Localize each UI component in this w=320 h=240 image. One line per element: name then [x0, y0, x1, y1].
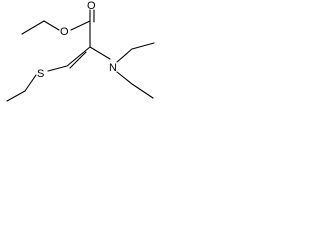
- n-ethyl-upper-ch3-bond: [131, 42, 155, 50]
- ethyl-ch3-bond: [21, 20, 45, 35]
- alpha-n-bond: [89, 46, 111, 60]
- n-ethyl-lower-ch3-bond: [131, 83, 154, 99]
- alkene-double-bond-b: [69, 51, 87, 69]
- s-ethyl-ch2-bond: [24, 74, 37, 92]
- beta-s-bond: [47, 65, 68, 72]
- n-ethyl-lower-ch2-bond: [116, 71, 133, 85]
- structure-diagram: O O N S: [6, 0, 155, 102]
- n-ethyl-upper-ch2-bond: [116, 48, 133, 63]
- carbonyl-oxygen-label: O: [87, 0, 96, 12]
- s-ethyl-ch3-bond: [6, 90, 26, 102]
- alkene-double-bond-a: [66, 46, 91, 67]
- ethyl-ch2-o-bond: [43, 20, 60, 31]
- amine-nitrogen-label: N: [109, 62, 117, 74]
- sulfur-label: S: [37, 68, 44, 80]
- ester-oxygen-label: O: [60, 26, 69, 38]
- ester-o-c-bond: [70, 20, 91, 31]
